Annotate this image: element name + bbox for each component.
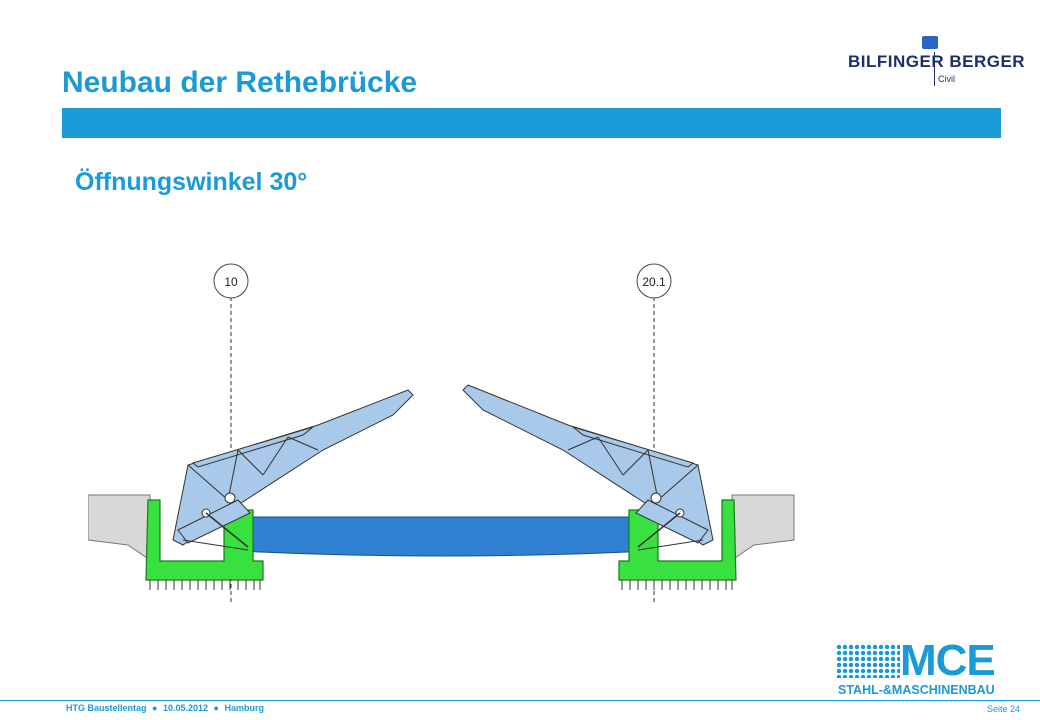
footer-event: HTG Baustellentag — [66, 703, 147, 713]
bridge-leaf-left — [172, 389, 414, 546]
axis-label-right: 20.1 — [642, 275, 666, 289]
footer-separator: ● — [213, 703, 219, 713]
bridge-leaf-right — [462, 384, 714, 546]
mce-logo-name: MCE — [900, 636, 996, 685]
water-channel — [237, 516, 649, 557]
tie-rod-left-2 — [182, 539, 249, 551]
bilfinger-berger-logo: BILFINGER BERGER Civil — [830, 36, 1025, 92]
embankment-right — [731, 494, 795, 561]
tie-rod-left-1 — [205, 512, 249, 548]
axis-label-left: 10 — [224, 275, 238, 289]
bridge-truss-left — [187, 436, 319, 501]
pivot-left — [224, 492, 236, 504]
tie-rod-right-1 — [637, 512, 681, 548]
footer-location: Hamburg — [224, 703, 265, 713]
bilfinger-berger-mark-icon — [922, 36, 938, 49]
axis-marker-left — [213, 263, 249, 299]
bridge-truss-right — [567, 436, 699, 501]
bilfinger-berger-division: Civil — [938, 74, 955, 84]
pivot-right — [650, 492, 662, 504]
page-title: Neubau der Rethebrücke — [62, 66, 418, 99]
foundation-piles-right — [621, 580, 733, 590]
bilfinger-berger-name: BILFINGER BERGER — [848, 52, 1026, 71]
bilfinger-berger-separator — [934, 52, 935, 86]
axis-marker-right — [636, 263, 672, 299]
footer-date: 10.05.2012 — [162, 703, 209, 713]
mce-logo: MCE STAHL-&MASCHINENBAU — [836, 638, 1006, 700]
mce-logo-subtitle: STAHL-&MASCHINENBAU — [838, 683, 995, 697]
bascule-bridge-drawing: 10 20.1 — [88, 263, 795, 605]
title-bar — [62, 108, 1001, 138]
footer-divider — [0, 700, 1040, 701]
tie-rod-right-2 — [637, 539, 704, 551]
embankment-left — [88, 494, 151, 561]
footer-separator: ● — [152, 703, 158, 713]
mce-dot-grid-icon — [836, 644, 900, 678]
slide-subtitle: Öffnungswinkel 30° — [75, 168, 308, 196]
page-number: Seite 24 — [986, 704, 1020, 714]
foundation-piles-left — [149, 580, 261, 590]
footer-event-info: HTG Baustellentag ● 10.05.2012 ● Hamburg — [66, 703, 264, 713]
